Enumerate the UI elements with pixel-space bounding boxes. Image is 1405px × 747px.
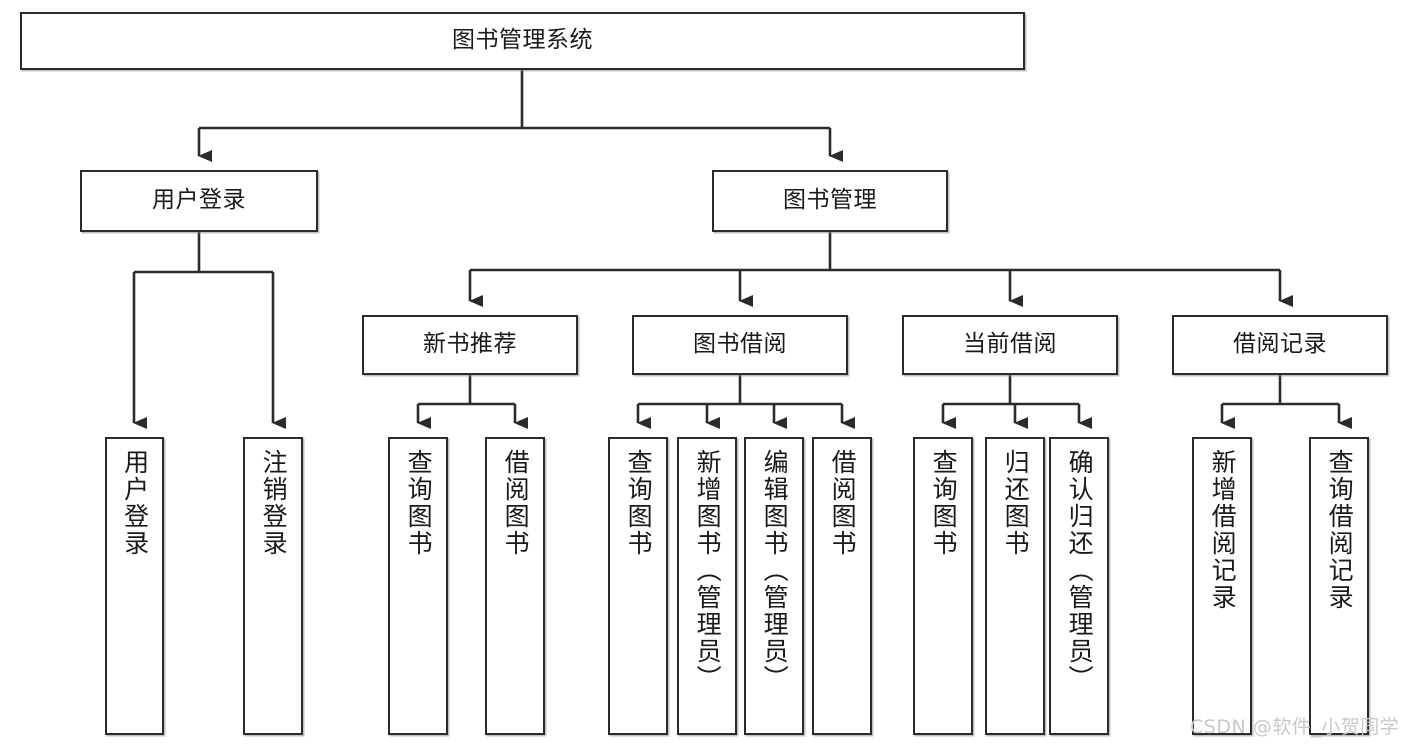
node-borrow-record[interactable]: 借阅记录 [1172,315,1388,375]
node-leaf-confirm-return[interactable]: 确认归还（管理员） [1049,437,1109,735]
csdn-watermark: CSDN @软件_小贺同学 [1190,716,1400,738]
node-leaf-return-book-label: 归还图书 [1001,449,1031,557]
node-leaf-query-book-1-label: 查询图书 [404,449,434,557]
node-leaf-add-book-label: 新增图书（管理员） [693,449,723,692]
node-leaf-user-login[interactable]: 用户登录 [105,437,164,735]
node-borrow-record-label: 借阅记录 [1233,331,1327,358]
node-book-manage[interactable]: 图书管理 [712,170,948,232]
node-leaf-query-book-3[interactable]: 查询图书 [913,437,973,735]
node-leaf-borrow-book-2[interactable]: 借阅图书 [812,437,872,735]
node-leaf-edit-book[interactable]: 编辑图书（管理员） [744,437,804,735]
node-leaf-user-logout-label: 注销登录 [259,449,289,557]
node-book-borrow[interactable]: 图书借阅 [632,315,848,375]
node-book-borrow-label: 图书借阅 [693,331,787,358]
node-user-login[interactable]: 用户登录 [80,170,318,232]
node-leaf-add-book[interactable]: 新增图书（管理员） [677,437,737,735]
node-new-book-rec-label: 新书推荐 [423,331,517,358]
node-leaf-user-logout[interactable]: 注销登录 [243,437,303,735]
node-leaf-query-book-2-label: 查询图书 [624,449,654,557]
node-leaf-borrow-book-1[interactable]: 借阅图书 [485,437,545,735]
node-leaf-borrow-book-2-label: 借阅图书 [828,449,858,557]
node-current-borrow-label: 当前借阅 [963,331,1057,358]
node-leaf-borrow-book-1-label: 借阅图书 [501,449,531,557]
node-new-book-rec[interactable]: 新书推荐 [362,315,578,375]
node-leaf-edit-book-label: 编辑图书（管理员） [760,449,790,692]
node-leaf-user-login-label: 用户登录 [120,449,150,557]
node-leaf-query-book-1[interactable]: 查询图书 [388,437,448,735]
node-root[interactable]: 图书管理系统 [20,12,1025,70]
node-user-login-label: 用户登录 [152,187,246,214]
node-root-label: 图书管理系统 [452,27,593,54]
node-leaf-confirm-return-label: 确认归还（管理员） [1065,449,1095,692]
node-leaf-query-record[interactable]: 查询借阅记录 [1309,437,1369,735]
node-book-manage-label: 图书管理 [783,187,877,214]
node-leaf-add-record-label: 新增借阅记录 [1208,449,1238,611]
node-leaf-add-record[interactable]: 新增借阅记录 [1192,437,1252,735]
node-leaf-query-book-2[interactable]: 查询图书 [608,437,668,735]
node-leaf-return-book[interactable]: 归还图书 [985,437,1045,735]
node-current-borrow[interactable]: 当前借阅 [902,315,1118,375]
node-leaf-query-book-3-label: 查询图书 [929,449,959,557]
node-leaf-query-record-label: 查询借阅记录 [1325,449,1355,611]
